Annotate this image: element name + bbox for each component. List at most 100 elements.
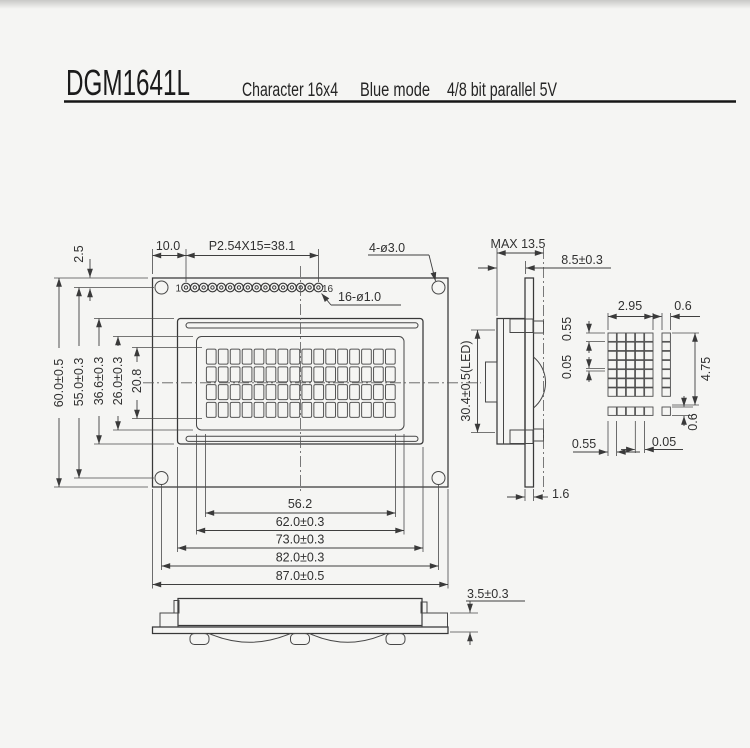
dim-window-height: 26.0±0.3 — [111, 357, 125, 406]
dims-top: 10.0 P2.54X15=38.1 4-ø3.0 16-ø1.0 1 16 — [152, 239, 437, 306]
led-backlight-tab — [485, 361, 498, 403]
pin-hole — [201, 285, 206, 290]
matrix-dot — [644, 360, 654, 370]
character-cell — [277, 366, 289, 383]
pin-hole — [192, 285, 198, 290]
character-cell — [385, 401, 396, 418]
character-cell — [337, 366, 348, 383]
matrix-dot — [616, 360, 627, 370]
character-cell — [325, 401, 336, 418]
dim-dot-width: 0.55 — [572, 437, 596, 451]
matrix-dot — [635, 360, 645, 370]
pin-hole — [183, 285, 189, 290]
matrix-dot — [616, 341, 627, 351]
character-cell — [253, 348, 265, 365]
bezel-slot-top — [185, 322, 419, 329]
character-cell — [217, 401, 229, 418]
character-cell — [253, 401, 265, 418]
matrix-dot — [607, 341, 617, 351]
dim-view-height: 20.8 — [130, 369, 144, 393]
character-cell — [337, 348, 348, 365]
character-cell — [277, 348, 289, 365]
matrix-dot — [607, 360, 617, 370]
matrix-dot — [616, 378, 627, 388]
matrix-dot — [661, 378, 671, 388]
character-cell — [313, 401, 325, 418]
matrix-dot — [625, 360, 636, 370]
frame-bottom-view — [177, 597, 423, 627]
mounting-hole — [154, 471, 169, 485]
pin-hole — [280, 285, 286, 290]
pin-hole — [307, 285, 312, 290]
character-cell — [313, 384, 325, 401]
matrix-dot — [644, 369, 654, 379]
character-cell — [277, 401, 289, 418]
character-cell — [217, 348, 229, 365]
product-title: DGM1641L — [66, 62, 190, 103]
pin-hole — [254, 285, 259, 290]
matrix-dot — [616, 387, 627, 397]
character-cell — [229, 384, 241, 401]
matrix-dot — [607, 406, 617, 416]
character-cell — [289, 348, 301, 365]
character-cell — [217, 384, 229, 401]
dim-row-gap: 0.05 — [560, 355, 574, 379]
character-cell — [361, 384, 372, 401]
matrix-dot — [635, 350, 645, 361]
side-view: MAX 13.5 8.5±0.3 30.4±0.5(LED) 1.6 — [459, 237, 611, 501]
character-cell — [289, 366, 301, 383]
matrix-dot — [661, 369, 671, 379]
pin-number-last: 16 — [322, 284, 334, 295]
matrix-dot — [635, 332, 645, 342]
dim-char-width: 2.95 — [618, 299, 642, 313]
character-cell — [313, 366, 325, 383]
dim-hole-spacing-v: 55.0±0.3 — [72, 358, 86, 407]
character-cell — [361, 366, 372, 383]
matrix-dot — [661, 406, 671, 416]
matrix-dot — [635, 369, 645, 379]
dim-pin-pitch: P2.54X15=38.1 — [209, 239, 296, 253]
character-cell — [289, 401, 301, 418]
spec-interface: 4/8 bit parallel 5V — [447, 80, 557, 101]
character-cell — [289, 384, 301, 401]
character-cell — [205, 401, 217, 418]
dim-pin-holes: 16-ø1.0 — [338, 290, 381, 304]
character-cell — [385, 384, 396, 401]
character-cell — [301, 348, 313, 365]
pin-hole — [245, 285, 250, 290]
dim-max-thickness: MAX 13.5 — [491, 237, 546, 251]
dims-bottom: 56.2 62.0±0.3 73.0±0.3 82.0±0.3 87.0±0.5 — [152, 434, 449, 589]
character-cell — [229, 348, 241, 365]
dim-total-width: 87.0±0.5 — [276, 569, 325, 583]
character-cell — [349, 366, 360, 383]
matrix-dot — [661, 360, 671, 370]
dim-window-width: 62.0±0.3 — [276, 515, 325, 529]
glass-arc — [208, 633, 291, 643]
character-cell — [361, 348, 372, 365]
character-cell — [373, 384, 384, 401]
mounting-boss — [189, 633, 210, 645]
matrix-dot — [644, 350, 654, 361]
mounting-hole — [154, 280, 169, 295]
character-cell — [337, 401, 348, 418]
bezel-slot-bottom — [185, 435, 419, 442]
character-cell — [205, 384, 217, 401]
matrix-dot — [616, 332, 627, 342]
matrix-dot — [625, 378, 636, 388]
dim-hole-spacing-h: 82.0±0.3 — [276, 551, 325, 565]
character-cell — [265, 384, 277, 401]
character-cell — [265, 401, 277, 418]
dim-col-gap: 0.6 — [674, 299, 691, 313]
matrix-dot — [616, 369, 627, 379]
dot-cells — [607, 332, 671, 416]
character-cell — [373, 401, 384, 418]
pin-number-first: 1 — [175, 284, 181, 295]
dim-dot-height: 0.55 — [560, 317, 574, 341]
character-cell — [241, 366, 253, 383]
matrix-dot — [616, 406, 627, 416]
dim-char-height: 4.75 — [699, 357, 713, 381]
character-cell — [241, 401, 253, 418]
matrix-dot — [625, 406, 636, 416]
mounting-boss — [385, 633, 406, 645]
